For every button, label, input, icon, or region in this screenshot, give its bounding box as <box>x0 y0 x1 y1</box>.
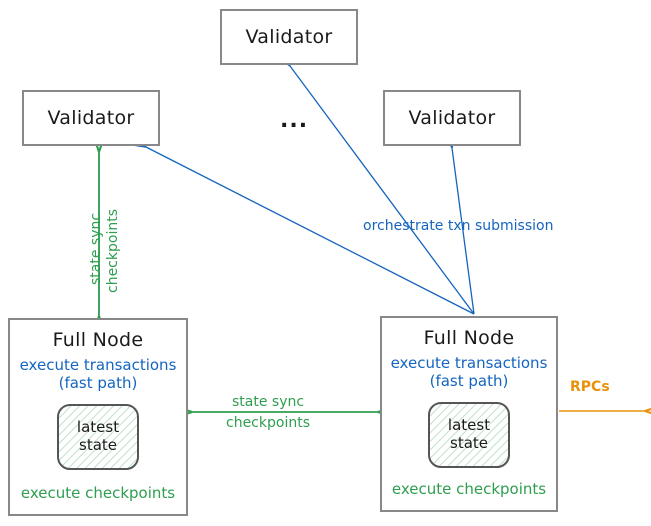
edge-label-orchestrate-txn-submission: orchestrate txn submission <box>363 218 554 234</box>
edge-label-state-sync-horizontal-line2: checkpoints <box>226 415 310 431</box>
full-node-left-execute-line1: execute transactions <box>19 356 177 374</box>
full-node-right-execute-line1: execute transactions <box>390 354 548 372</box>
validator-left-box[interactable]: Validator <box>22 90 160 146</box>
validator-top-box[interactable]: Validator <box>220 9 358 65</box>
edge-label-rpcs: RPCs <box>570 379 610 395</box>
validator-right-box[interactable]: Validator <box>383 90 521 146</box>
full-node-right-latest-state-box: latest state <box>428 401 510 468</box>
full-node-left-latest-state-line2: state <box>79 435 117 454</box>
validator-right-label: Validator <box>408 107 496 129</box>
full-node-right-execute: execute transactions (fast path) <box>391 354 548 391</box>
edge-label-state-sync-horizontal-line1: state sync <box>232 394 305 410</box>
full-node-right-checkpoints: execute checkpoints <box>391 480 547 498</box>
edge-label-state-sync-vertical-line2: checkpoints <box>105 209 121 293</box>
full-node-right-latest-state-line1: latest <box>447 416 491 435</box>
full-node-right-latest-state-line2: state <box>450 433 488 452</box>
full-node-left-title: Full Node <box>52 329 144 351</box>
full-node-right-title: Full Node <box>423 327 515 349</box>
edge-label-state-sync-vertical-line1: state sync <box>88 212 104 285</box>
full-node-left-execute: execute transactions (fast path) <box>20 356 177 393</box>
validators-ellipsis: ... <box>280 108 309 133</box>
full-node-left-box[interactable]: Full Node execute transactions (fast pat… <box>8 318 188 516</box>
full-node-right-execute-line2: (fast path) <box>429 372 509 391</box>
validator-top-label: Validator <box>245 26 333 48</box>
full-node-left-latest-state-line1: latest <box>76 418 120 437</box>
full-node-left-execute-line2: (fast path) <box>58 374 138 393</box>
validator-left-label: Validator <box>47 107 135 129</box>
full-node-left-latest-state-box: latest state <box>57 403 139 470</box>
full-node-right-box[interactable]: Full Node execute transactions (fast pat… <box>380 316 558 512</box>
full-node-left-checkpoints: execute checkpoints <box>20 484 176 502</box>
